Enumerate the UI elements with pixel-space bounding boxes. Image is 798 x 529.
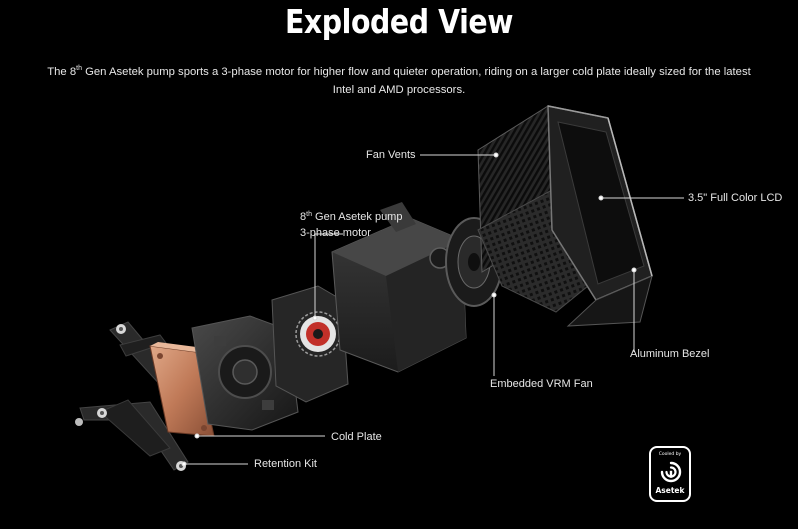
label-pump-line2: 3-phase motor — [300, 227, 371, 239]
leader-dot-aluminum-bezel — [631, 267, 637, 273]
pump-label-superscript: th — [306, 211, 312, 218]
leader-dot-fan-vents — [493, 152, 499, 158]
pump-label-number: 8 — [300, 211, 307, 223]
callout-leaders — [181, 152, 684, 467]
page-subtitle: The 8th Gen Asetek pump sports a 3-phase… — [40, 63, 758, 99]
pump-label-text: Gen Asetek pump — [311, 211, 403, 223]
leader-dot-lcd — [598, 195, 604, 201]
label-cold-plate: Cold Plate — [331, 431, 382, 443]
subtitle-text-start: The 8 — [47, 66, 77, 78]
label-aluminum-bezel: Aluminum Bezel — [630, 348, 710, 360]
lcd-module — [547, 105, 653, 327]
leader-dot-pump-motor — [312, 315, 318, 321]
label-retention-kit: Retention Kit — [254, 458, 317, 470]
label-pump-motor: 8th Gen Asetek pump 3-phase motor — [300, 209, 402, 241]
badge-asetek: Asetek — [655, 486, 685, 495]
label-vrm-fan: Embedded VRM Fan — [490, 378, 593, 390]
label-fan-vents: Fan Vents — [366, 149, 416, 161]
pump-housing-base — [191, 315, 299, 431]
subtitle-superscript: th — [76, 65, 82, 72]
label-pump-line1: 8th Gen Asetek pump — [300, 209, 402, 225]
label-lcd: 3.5" Full Color LCD — [688, 192, 783, 204]
pump-motor — [271, 285, 349, 403]
page-title: Exploded View — [284, 2, 514, 41]
subtitle-text-end: Gen Asetek pump sports a 3-phase motor f… — [81, 66, 751, 96]
leader-dot-vrm-fan — [491, 292, 497, 298]
badge-cooled-by: Cooled by — [658, 452, 682, 457]
asetek-badge: Cooled by Asetek — [649, 446, 691, 502]
leader-dot-retention-kit — [181, 461, 187, 467]
retention-bracket-lower — [75, 399, 189, 471]
leader-dot-cold-plate — [194, 433, 200, 439]
asetek-logo-icon — [660, 461, 682, 483]
leader-pump-motor — [314, 233, 343, 318]
